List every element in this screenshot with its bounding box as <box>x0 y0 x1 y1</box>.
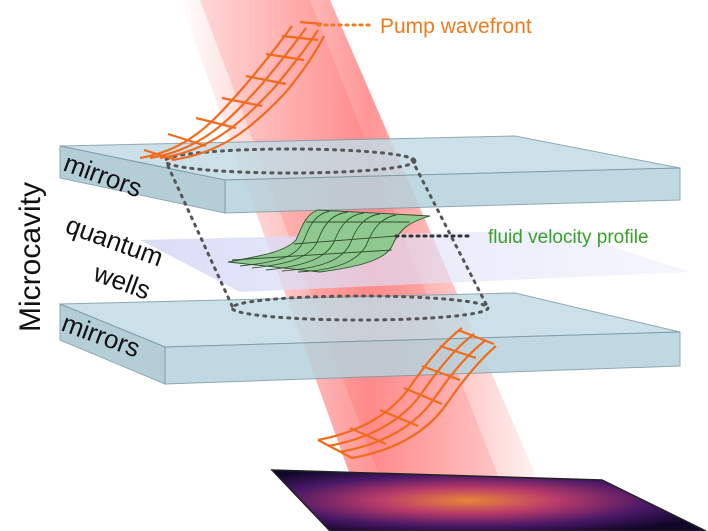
pump-wavefront-mesh-bottom <box>317 327 497 460</box>
pump-wavefront-label: Pump wavefront <box>380 15 532 38</box>
pump-wavefront-mesh-top <box>139 20 325 162</box>
quantum-well-plane <box>140 230 690 292</box>
beam-outline <box>163 147 490 322</box>
microcavity-label: Microcavity <box>14 182 47 332</box>
top-mirror-slab <box>59 135 681 214</box>
label-leaders <box>316 23 472 238</box>
fluid-velocity-label: fluid velocity profile <box>488 227 649 248</box>
bottom-mirror-slab <box>59 292 681 385</box>
fluid-velocity-surface <box>227 209 431 273</box>
emission-image <box>270 469 707 531</box>
